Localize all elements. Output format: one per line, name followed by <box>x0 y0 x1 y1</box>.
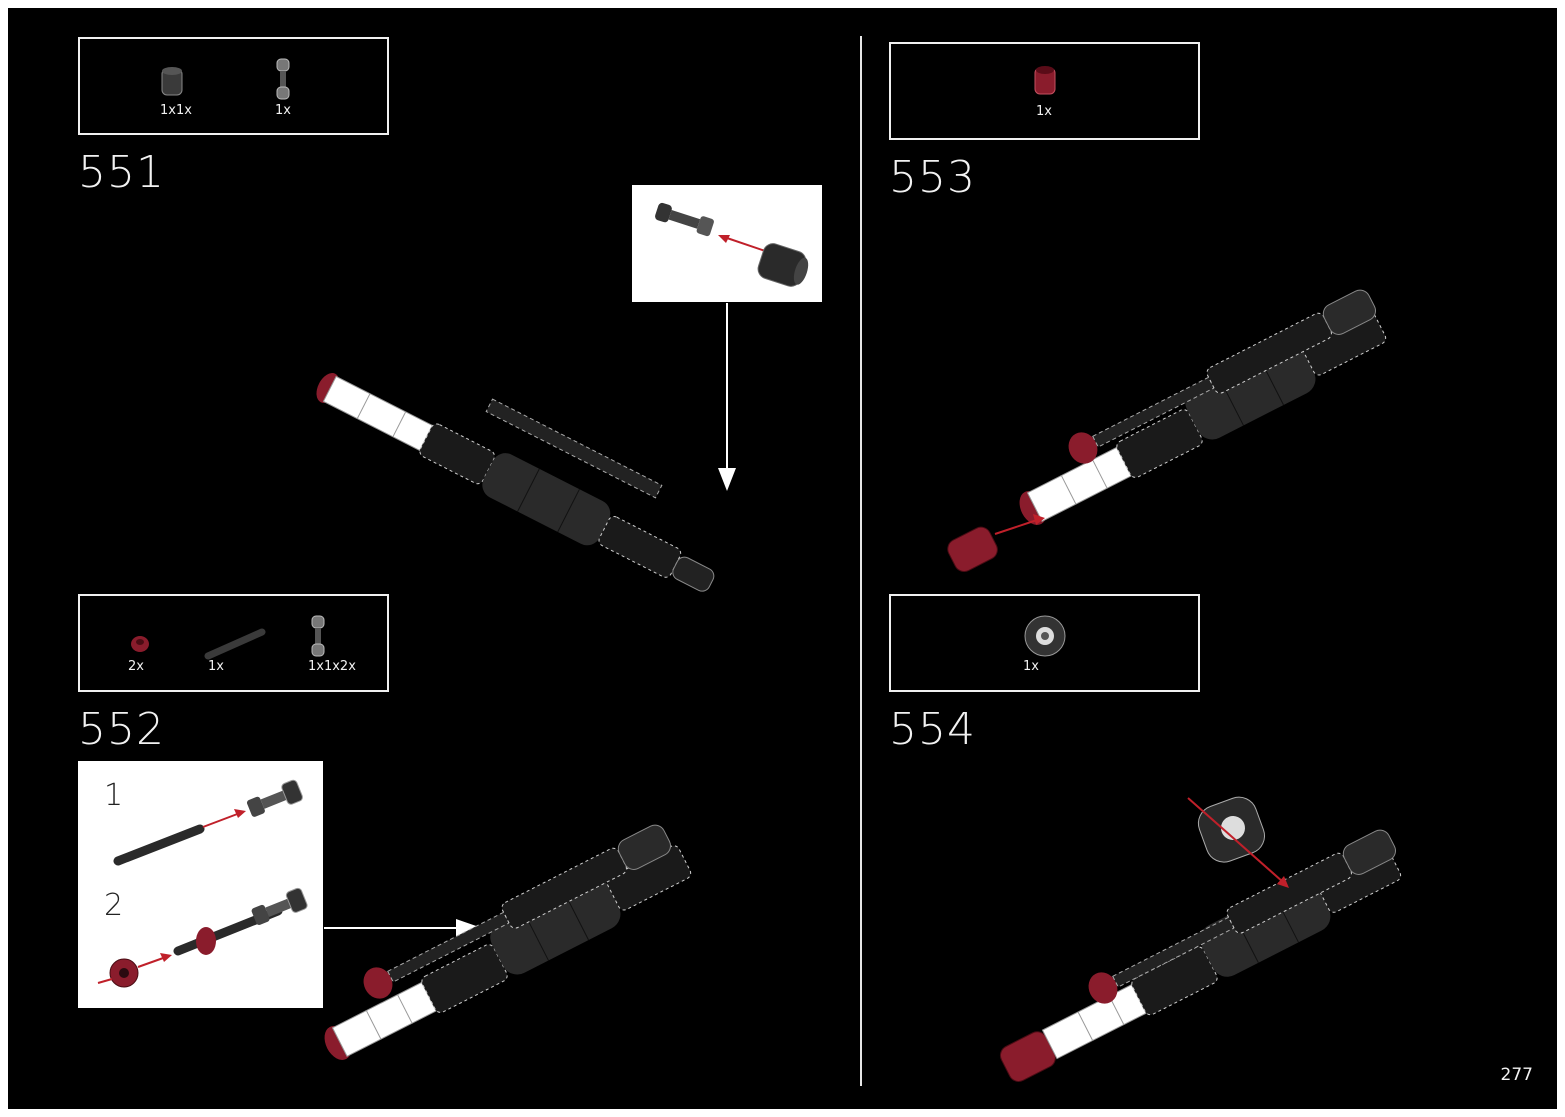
callout-pointer-arrow <box>718 303 736 491</box>
substep-number: 2 <box>104 888 124 923</box>
axle-connector-icon <box>311 615 325 657</box>
callout-552: 1 2 <box>78 761 323 1008</box>
callout-pointer-arrow <box>324 919 482 937</box>
axle-connector-icon <box>276 58 290 100</box>
substep-number: 1 <box>104 778 124 813</box>
part-qty: 1x <box>208 659 224 674</box>
part-qty: 1x <box>275 103 291 118</box>
part-qty: 2x <box>128 659 144 674</box>
red-bushing-icon <box>1034 66 1056 95</box>
model-illustration-552 <box>324 824 692 1060</box>
parts-list-551: 1x1x 1x <box>78 37 389 135</box>
instruction-page: 1x1x 1x 551 <box>8 8 1557 1109</box>
substep-illustrations <box>97 779 308 988</box>
step-number: 554 <box>889 704 976 755</box>
model-illustration-551 <box>316 373 715 592</box>
axle-rod-icon <box>204 628 266 660</box>
page-number: 277 <box>1500 1065 1533 1085</box>
column-divider <box>860 36 862 1086</box>
part-qty: 1x <box>1023 659 1039 674</box>
parts-list-552: 2x 1x 1x1x2x <box>78 594 389 692</box>
red-bush-icon <box>131 636 149 652</box>
step-number: 553 <box>889 152 976 203</box>
parts-list-553: 1x <box>889 42 1200 140</box>
dark-bushing-icon <box>161 67 183 96</box>
axle-connector-assembly-illustration <box>655 202 809 287</box>
wheel-hub-icon <box>1024 615 1066 657</box>
part-qty: 1x <box>1036 104 1052 119</box>
parts-list-554: 1x <box>889 594 1200 692</box>
step-number: 551 <box>78 147 165 198</box>
part-qty: 1x1x <box>160 103 192 118</box>
part-qty: 1x1x2x <box>308 659 356 674</box>
step-number: 552 <box>78 704 165 755</box>
callout-551 <box>632 185 822 302</box>
model-illustration-554 <box>999 796 1402 1082</box>
model-illustration-553 <box>947 289 1387 572</box>
